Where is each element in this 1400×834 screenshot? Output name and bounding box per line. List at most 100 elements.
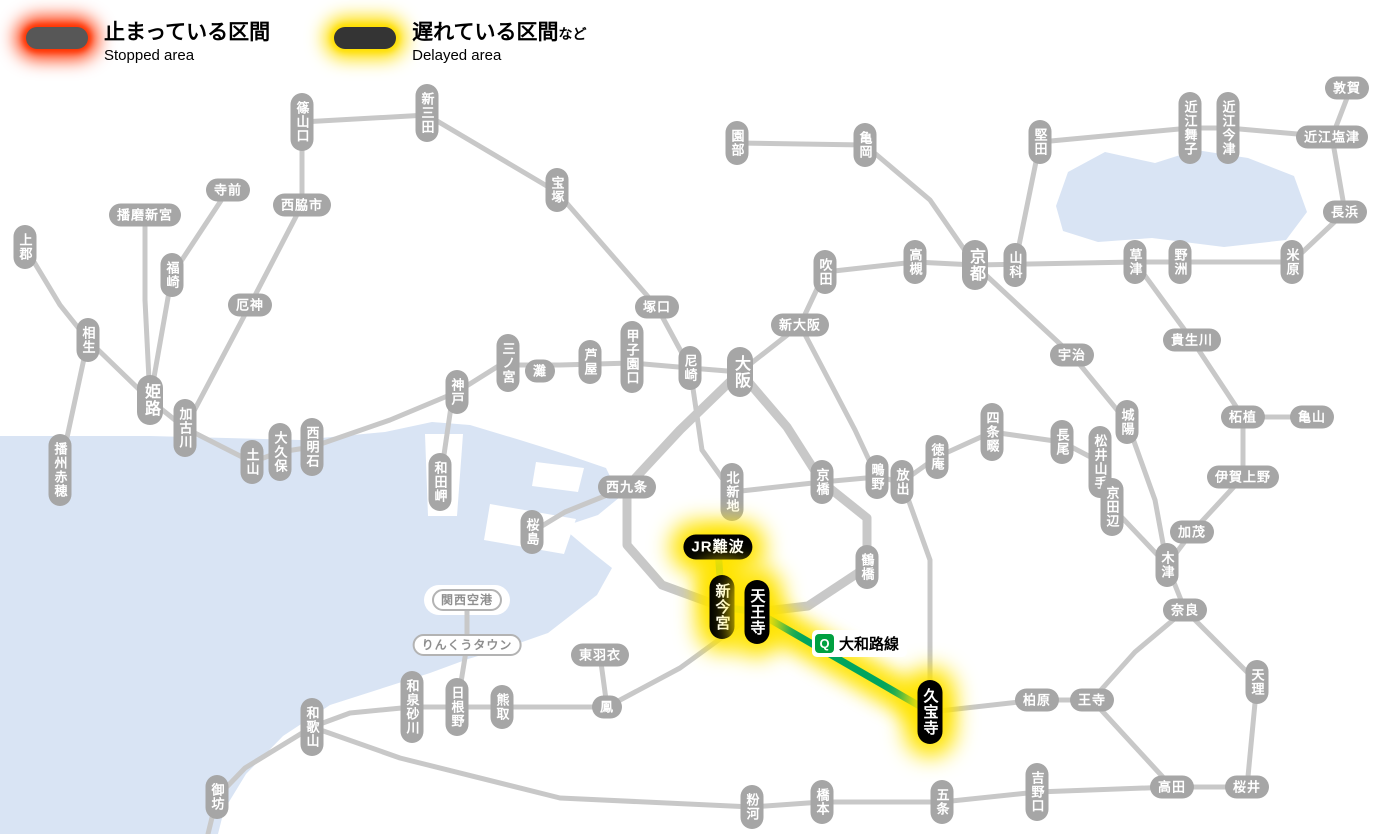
station-pill: りんくうタウン <box>412 634 522 656</box>
station-pill: 草津 <box>1123 240 1147 284</box>
station-pill: 大阪 <box>727 347 753 397</box>
station-pill: 吹田 <box>813 250 837 294</box>
station-pill: 関西空港 <box>431 589 503 611</box>
station-pill: 上郡 <box>13 225 37 269</box>
station-pill: 加茂 <box>1169 520 1215 544</box>
station-pill: 尼崎 <box>678 346 702 390</box>
station-pill: 東羽衣 <box>570 643 630 667</box>
station-pill: 野洲 <box>1168 240 1192 284</box>
station-pill: 柏原 <box>1014 688 1060 712</box>
station-pill: 姫路 <box>137 375 163 425</box>
station-pill: 山科 <box>1003 243 1027 287</box>
station-pill: 城陽 <box>1115 400 1139 444</box>
station-pill: 松井山手 <box>1088 426 1112 498</box>
station-pill-active: JR難波 <box>683 534 753 560</box>
station-pill: 高田 <box>1149 775 1195 799</box>
water-layer <box>0 150 1307 834</box>
station-pill: 橋本 <box>810 780 834 824</box>
rail-line-hokuriku <box>1289 95 1350 265</box>
station-pill-active: 久宝寺 <box>917 680 943 744</box>
station-pill: 敦賀 <box>1324 76 1370 100</box>
station-pill: 鶴橋 <box>855 545 879 589</box>
station-pill: 厄神 <box>227 293 273 317</box>
legend-item-delayed: 遅れている区間など Delayed area <box>334 20 586 64</box>
legend-delayed-text: 遅れている区間など Delayed area <box>412 20 586 64</box>
station-pill: 亀岡 <box>853 123 877 167</box>
station-pill: 米原 <box>1280 240 1304 284</box>
stopped-area-swatch-icon <box>26 27 88 49</box>
station-pill: 桜井 <box>1224 775 1270 799</box>
rail-line-wakayama-line <box>309 724 1175 810</box>
legend-delayed-label-ja: 遅れている区間など <box>412 21 587 44</box>
rail-line-sanyo-west <box>22 244 153 403</box>
station-pill: 四条畷 <box>980 403 1004 461</box>
station-pill: 桜島 <box>520 510 544 554</box>
station-pill: 柘植 <box>1220 405 1266 429</box>
station-pill: 近江塩津 <box>1295 125 1369 149</box>
station-pill: 粉河 <box>740 785 764 829</box>
station-pill: 福崎 <box>160 253 184 297</box>
station-pill: 長尾 <box>1050 420 1074 464</box>
station-pill: 新三田 <box>415 84 439 142</box>
yamatoji-line-name: 大和路線 <box>839 636 900 653</box>
station-pill-active: 天王寺 <box>744 580 770 644</box>
station-pill: 西明石 <box>300 418 324 476</box>
delayed-area-swatch-icon <box>334 27 397 49</box>
station-pill: 近江舞子 <box>1178 92 1202 164</box>
station-pill: 鳳 <box>591 695 623 719</box>
station-pill: 京橋 <box>810 460 834 504</box>
legend: 止まっている区間 Stopped area 遅れている区間など Delayed … <box>26 20 586 64</box>
station-pill: 大久保 <box>268 423 292 481</box>
station-pill: 寺前 <box>205 178 251 202</box>
station-pill: 亀山 <box>1289 405 1335 429</box>
harbor-notch <box>532 462 584 492</box>
station-pill: 和泉砂川 <box>400 671 424 743</box>
station-pill: 五条 <box>930 780 954 824</box>
station-pill: 三ノ宮 <box>496 334 520 392</box>
station-pill: 宇治 <box>1049 343 1095 367</box>
station-pill: 王寺 <box>1069 688 1115 712</box>
station-pill: 甲子園口 <box>620 321 644 393</box>
legend-stopped-label-en: Stopped area <box>104 47 195 65</box>
yamatoji-line-badge: Q 大和路線 <box>812 630 908 657</box>
station-pill: 京田辺 <box>1100 478 1124 536</box>
rail-line-kishin <box>142 212 153 403</box>
osaka-bay <box>0 422 620 834</box>
station-pill: 園部 <box>725 121 749 165</box>
station-pill: 塚口 <box>634 295 680 319</box>
station-pill: 篠山口 <box>290 93 314 151</box>
station-pill: 相生 <box>76 318 100 362</box>
rail-line-kansai-west <box>1164 414 1246 568</box>
rail-line-kakogawa-line <box>182 119 305 431</box>
station-pill: 貴生川 <box>1162 328 1222 352</box>
station-pill: 近江今津 <box>1216 92 1240 164</box>
station-pill: 日根野 <box>445 678 469 736</box>
station-pill: 芦屋 <box>578 340 602 384</box>
legend-stopped-label-ja: 止まっている区間 <box>104 21 271 44</box>
rail-line-sakurai-line <box>1169 607 1260 790</box>
station-pill: 奈良 <box>1162 598 1208 622</box>
station-pill: 灘 <box>524 359 556 383</box>
station-pill: 西九条 <box>597 475 657 499</box>
station-pill: 土山 <box>240 440 264 484</box>
station-pill: 和田岬 <box>428 453 452 511</box>
rail-line-osaka-higashi <box>797 322 933 715</box>
station-pill: 高槻 <box>903 240 927 284</box>
station-pill: 加古川 <box>173 399 197 457</box>
station-pill: 吉野口 <box>1025 763 1049 821</box>
station-pill: 宝塚 <box>545 168 569 212</box>
station-pill: 神戸 <box>445 370 469 414</box>
legend-delayed-label-en: Delayed area <box>412 47 502 65</box>
station-pill: 木津 <box>1155 543 1179 587</box>
station-pill: 播磨新宮 <box>108 203 182 227</box>
station-pill: 京都 <box>962 240 988 290</box>
station-pill: 新大阪 <box>770 313 830 337</box>
station-pill: 播州赤穂 <box>48 434 72 506</box>
station-pill: 長浜 <box>1322 200 1368 224</box>
lake-biwa <box>1056 150 1307 247</box>
station-pill: 徳庵 <box>925 435 949 479</box>
station-pill: 堅田 <box>1028 120 1052 164</box>
legend-item-stopped: 止まっている区間 Stopped area <box>26 20 270 64</box>
